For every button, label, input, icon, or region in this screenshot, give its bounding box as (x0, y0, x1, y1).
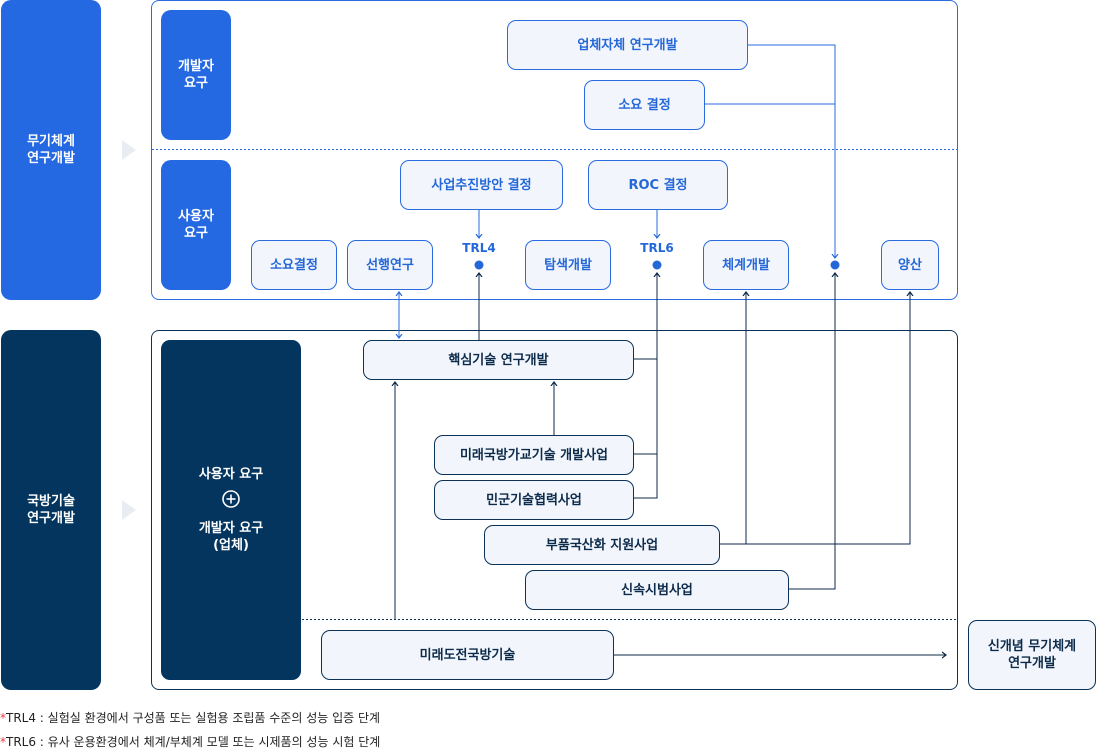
trl4-dot (474, 260, 484, 270)
note-trl6: *TRL6 : 유사 운용환경에서 체계/부체계 모델 또는 시제품의 성능 시… (0, 735, 381, 749)
roc-box: ROC 결정 (588, 160, 728, 210)
requirement-decision-top-box: 소요 결정 (584, 80, 705, 130)
note-trl4: *TRL4 : 실험실 환경에서 구성품 또는 실험용 조립품 수준의 성능 입… (0, 711, 381, 725)
trl6-dot (652, 260, 662, 270)
developer-req-text: 개발자 요구 (업체) (198, 521, 264, 553)
new-concept-box: 신개념 무기체계 연구개발 (968, 620, 1096, 690)
trl6-label: TRL6 (640, 241, 674, 255)
future-bridge-box: 미래국방가교기술 개발사업 (434, 435, 634, 475)
company-rd-box: 업체자체 연구개발 (507, 20, 748, 70)
rapid-pilot-box: 신속시범사업 (525, 570, 789, 610)
defense-tech-rd-label: 국방기술 연구개발 (1, 330, 101, 690)
arrow-right-icon (122, 500, 136, 520)
plus-circle-icon (221, 489, 241, 514)
project-plan-box: 사업추진방안 결정 (400, 160, 563, 210)
arrow-right-icon (122, 140, 136, 160)
developer-requirement: 개발자 요구 (161, 10, 231, 140)
weapon-rd-label: 무기체계 연구개발 (1, 0, 101, 300)
trl4-label: TRL4 (462, 241, 496, 255)
user-requirement: 사용자 요구 (161, 160, 231, 290)
core-tech-box: 핵심기술 연구개발 (363, 340, 634, 380)
system-dev-box: 체계개발 (703, 240, 789, 290)
exploratory-dev-box: 탐색개발 (525, 240, 611, 290)
combined-requirement: 사용자 요구 개발자 요구 (업체) (161, 340, 301, 680)
user-req-text: 사용자 요구 (198, 467, 264, 482)
connector (634, 273, 657, 360)
parts-localization-box: 부품국산화 지원사업 (484, 525, 720, 565)
requirement-decision-box: 소요결정 (251, 240, 337, 290)
future-challenge-box: 미래도전국방기술 (321, 630, 614, 680)
junction-dot (830, 260, 840, 270)
mass-production-box: 양산 (881, 240, 939, 290)
connector (748, 44, 835, 258)
preceding-research-box: 선행연구 (347, 240, 433, 290)
civil-military-box: 민군기술협력사업 (434, 480, 634, 520)
